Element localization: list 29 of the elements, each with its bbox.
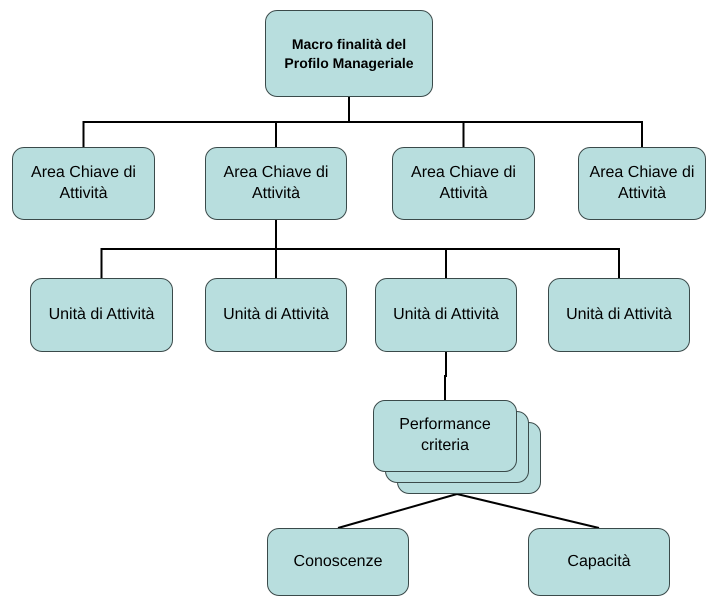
- process-box: [205, 147, 347, 220]
- box-label: Capacità: [566, 552, 632, 572]
- connector-line: [338, 493, 458, 529]
- box-label: Unità di Attività: [565, 304, 673, 325]
- process-box: [528, 528, 670, 596]
- process-box: [267, 528, 409, 596]
- process-box: [12, 147, 155, 220]
- box-label: Unità di Attività: [48, 304, 156, 325]
- connector-line: [348, 97, 643, 147]
- box-label: Performance criteria: [398, 415, 492, 456]
- box-label: Area Chiave di Attività: [222, 162, 330, 204]
- process-box: [548, 278, 690, 352]
- connector-line: [275, 220, 620, 278]
- connector-line: [444, 352, 447, 400]
- box-label: Macro finalità del Profilo Manageriale: [283, 35, 415, 72]
- process-box: [30, 278, 173, 352]
- box-label: Area Chiave di Attività: [588, 162, 696, 204]
- box-label: Area Chiave di Attività: [410, 162, 517, 204]
- box-label: Conoscenze: [292, 552, 384, 572]
- process-box: [373, 400, 517, 472]
- process-box: [392, 147, 535, 220]
- process-box: [265, 10, 433, 97]
- box-label: Unità di Attività: [392, 304, 500, 325]
- box-label: Unità di Attività: [222, 304, 330, 325]
- process-box: [375, 278, 517, 352]
- connector-line: [456, 493, 600, 529]
- box-label: Area Chiave di Attività: [30, 162, 137, 204]
- process-box: [205, 278, 347, 352]
- process-box: [578, 147, 706, 220]
